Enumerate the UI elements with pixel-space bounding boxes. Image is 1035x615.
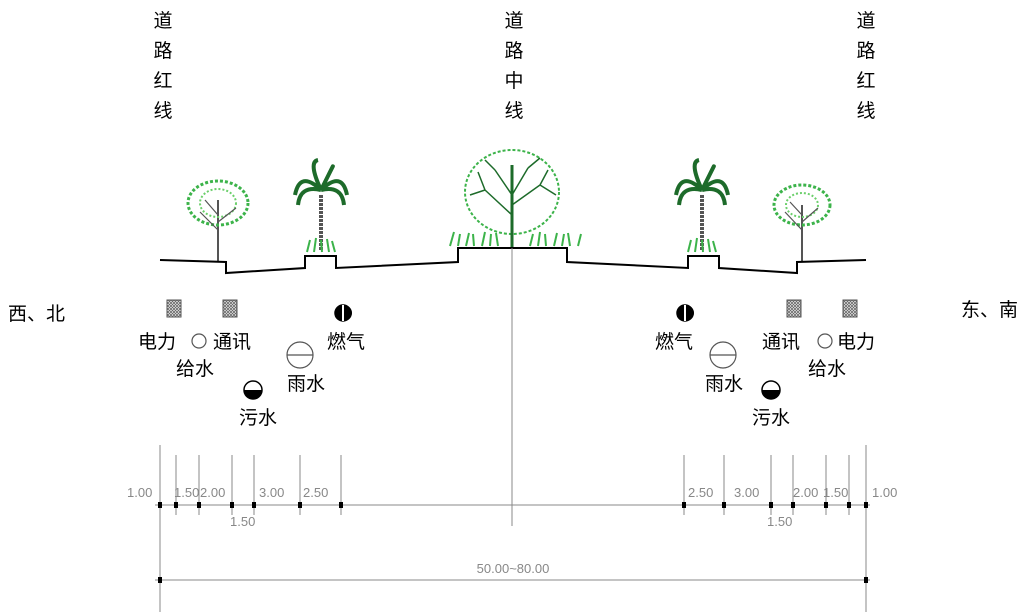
telecom-conduit-right-icon — [786, 299, 802, 318]
sewage-label-right: 污水 — [752, 407, 790, 429]
palm-left-icon — [293, 158, 349, 253]
water-supply-label-left: 给水 — [176, 358, 214, 380]
tree-left-broadleaf-icon — [186, 179, 250, 262]
dim-left-5: 2.50 — [303, 485, 328, 500]
water-supply-label-right: 给水 — [808, 358, 846, 380]
rainwater-label-left: 雨水 — [287, 373, 325, 395]
west-north-label: 西、北 — [8, 303, 65, 325]
dim-right-5: 1.00 — [872, 485, 897, 500]
svg-text:路: 路 — [856, 40, 875, 62]
left-red-line-label: 道 路 红 线 — [153, 10, 172, 122]
sewage-label-left: 污水 — [239, 407, 277, 429]
tree-right-broadleaf-icon — [772, 183, 832, 262]
svg-text:红: 红 — [856, 70, 875, 92]
power-label-right: 电力 — [837, 331, 875, 353]
svg-text:红: 红 — [153, 70, 172, 92]
svg-text:中: 中 — [504, 70, 523, 92]
dim-right-2: 3.00 — [734, 485, 759, 500]
east-south-label: 东、南 — [961, 299, 1018, 321]
center-line-label: 道 路 中 线 — [504, 10, 523, 122]
dim-right-1: 2.50 — [688, 485, 713, 500]
svg-text:线: 线 — [504, 100, 523, 122]
dim-right-lower: 1.50 — [767, 514, 792, 529]
power-label-left: 电力 — [138, 331, 176, 353]
telecom-label-left: 通讯 — [213, 331, 251, 353]
rainwater-pipe-left-icon — [286, 341, 314, 369]
gas-label-left: 燃气 — [327, 331, 365, 353]
power-conduit-left-icon — [166, 299, 182, 318]
right-red-line-label: 道 路 红 线 — [856, 10, 875, 122]
svg-text:路: 路 — [504, 40, 523, 62]
dim-right-3: 2.00 — [793, 485, 818, 500]
dimension-lines — [155, 445, 870, 612]
water-supply-pipe-right-icon — [817, 333, 833, 349]
road-ground-profile — [159, 247, 867, 275]
svg-text:线: 线 — [856, 100, 875, 122]
dim-left-1: 1.00 — [127, 485, 152, 500]
dim-total: 50.00~80.00 — [477, 561, 550, 576]
dim-left-lower: 1.50 — [230, 514, 255, 529]
dim-left-2: 1.50 — [174, 485, 199, 500]
svg-text:路: 路 — [153, 40, 172, 62]
sewage-pipe-right-icon — [761, 380, 781, 400]
dim-left-4: 3.00 — [259, 485, 284, 500]
dimension-marks — [158, 502, 868, 583]
central-tree-icon — [449, 149, 582, 248]
rainwater-pipe-right-icon — [709, 341, 737, 369]
rainwater-label-right: 雨水 — [705, 373, 743, 395]
gas-pipe-right-icon — [676, 304, 694, 322]
telecom-label-right: 通讯 — [762, 331, 800, 353]
dim-right-4: 1.50 — [823, 485, 848, 500]
palm-right-icon — [674, 158, 730, 253]
power-conduit-right-icon — [842, 299, 858, 318]
svg-text:道: 道 — [504, 10, 523, 32]
dim-left-3: 2.00 — [200, 485, 225, 500]
gas-label-right: 燃气 — [655, 331, 693, 353]
water-supply-pipe-left-icon — [191, 333, 207, 349]
svg-text:道: 道 — [153, 10, 172, 32]
gas-pipe-left-icon — [334, 304, 352, 322]
svg-text:道: 道 — [856, 10, 875, 32]
telecom-conduit-left-icon — [222, 299, 238, 318]
sewage-pipe-left-icon — [243, 380, 263, 400]
svg-text:线: 线 — [153, 100, 172, 122]
